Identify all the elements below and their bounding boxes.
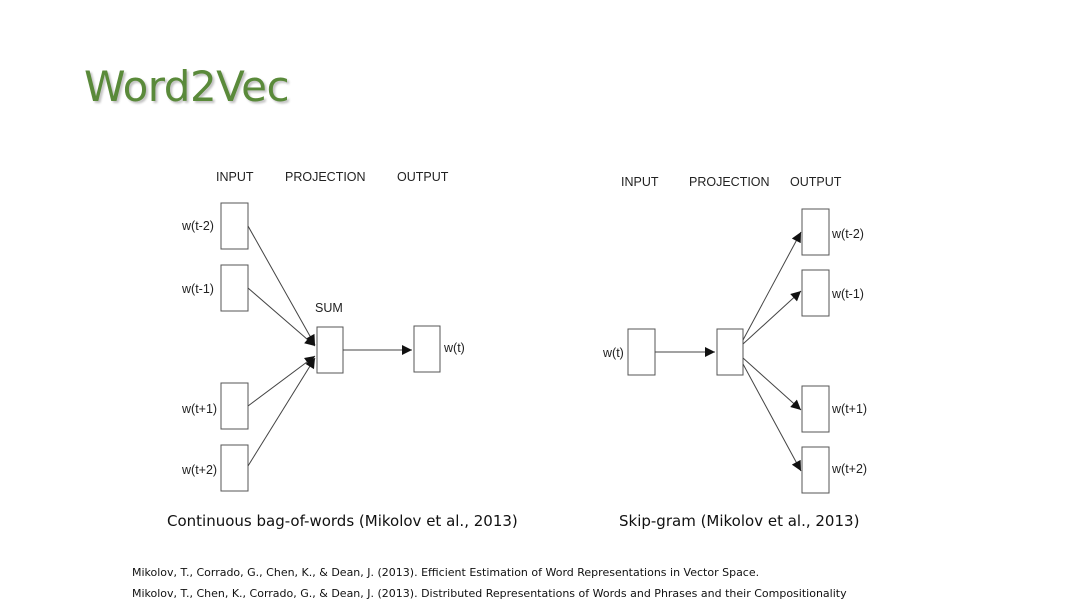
- cbow-diagram: INPUT PROJECTION OUTPUT SUM w(t-2) w(t-1…: [181, 170, 465, 492]
- cbow-input-node: [220, 202, 249, 250]
- cbow-caption: Continuous bag-of-words (Mikolov et al.,…: [167, 512, 518, 530]
- cbow-header-output: OUTPUT: [397, 170, 449, 184]
- slide-title: Word2Vec: [84, 62, 290, 111]
- cbow-sum-label: SUM: [315, 301, 343, 315]
- skipgram-edge: [742, 290, 802, 345]
- skipgram-edge: [742, 357, 802, 411]
- cbow-input-node: [220, 264, 249, 312]
- skipgram-output-label: w(t-2): [831, 227, 864, 241]
- cbow-input-node: [220, 382, 249, 430]
- skipgram-output-label: w(t+2): [831, 462, 867, 476]
- reference-2: Mikolov, T., Chen, K., Corrado, G., & De…: [132, 587, 847, 600]
- skipgram-header-output: OUTPUT: [790, 175, 842, 189]
- skipgram-input-node: [627, 328, 656, 376]
- skipgram-edge: [742, 231, 802, 341]
- cbow-edge: [247, 357, 316, 467]
- skipgram-caption: Skip-gram (Mikolov et al., 2013): [619, 512, 860, 530]
- skipgram-output-label: w(t-1): [831, 287, 864, 301]
- skipgram-output-node: [801, 385, 830, 433]
- skipgram-header-projection: PROJECTION: [689, 175, 770, 189]
- skipgram-output-node: [801, 269, 830, 317]
- cbow-input-node: [220, 444, 249, 492]
- cbow-output-label: w(t): [443, 341, 465, 355]
- cbow-output-node: [413, 325, 441, 373]
- skipgram-output-node: [801, 208, 830, 256]
- cbow-projection-node: [316, 326, 344, 374]
- cbow-header-input: INPUT: [216, 170, 254, 184]
- cbow-header-projection: PROJECTION: [285, 170, 366, 184]
- cbow-edge: [247, 287, 316, 347]
- skipgram-header-input: INPUT: [621, 175, 659, 189]
- cbow-edge: [247, 355, 316, 407]
- cbow-input-label: w(t-1): [181, 282, 214, 296]
- cbow-input-label: w(t+1): [181, 402, 217, 416]
- cbow-edge: [247, 225, 316, 346]
- skipgram-edge: [742, 363, 802, 472]
- cbow-input-label: w(t+2): [181, 463, 217, 477]
- reference-1: Mikolov, T., Corrado, G., Chen, K., & De…: [132, 566, 760, 579]
- skipgram-projection-node: [716, 328, 744, 376]
- skipgram-output-node: [801, 446, 830, 494]
- cbow-input-label: w(t-2): [181, 219, 214, 233]
- skipgram-diagram: INPUT PROJECTION OUTPUT w(t) w(t-2) w(t-…: [602, 175, 867, 494]
- skipgram-output-label: w(t+1): [831, 402, 867, 416]
- skipgram-input-label: w(t): [602, 346, 624, 360]
